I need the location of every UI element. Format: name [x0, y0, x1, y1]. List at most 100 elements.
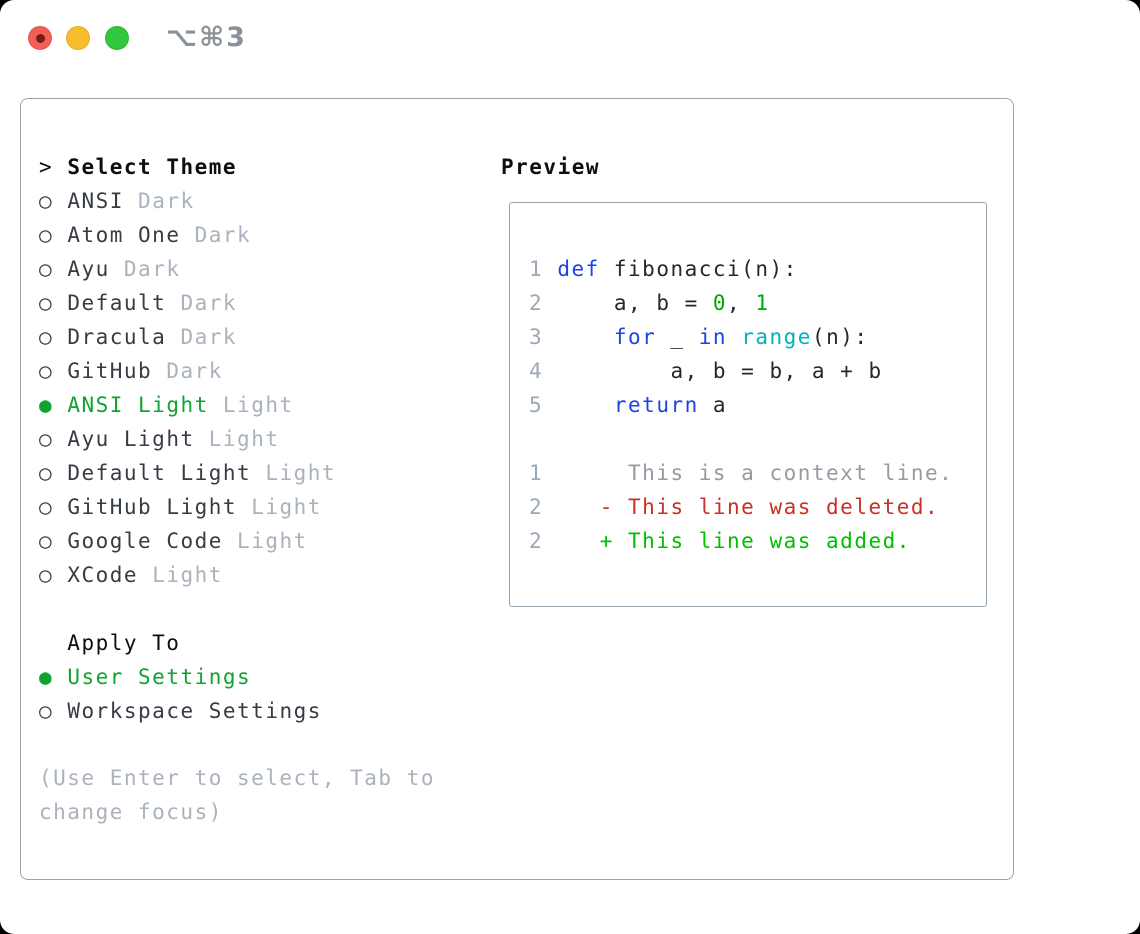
apply-option-label: Workspace Settings [67, 699, 322, 723]
theme-variant: Dark [194, 223, 252, 247]
token-text: a, b = [557, 291, 713, 315]
theme-variant: Light [237, 529, 308, 553]
diff-added-text: + This line was added. [557, 529, 911, 553]
theme-option-github[interactable]: ○ GitHub Dark [39, 354, 336, 388]
radio-icon: ○ [39, 699, 54, 723]
radio-icon: ○ [39, 257, 54, 281]
theme-name: Dracula [67, 325, 167, 349]
radio-icon: ○ [39, 223, 54, 247]
radio-icon: ○ [39, 325, 54, 349]
theme-name: ANSI [67, 189, 124, 213]
line-number: 2 [529, 291, 544, 315]
code-line: 4 a, b = b, a + b [529, 354, 986, 388]
theme-name: Atom One [67, 223, 181, 247]
line-number [529, 427, 543, 451]
radio-icon: ○ [39, 461, 54, 485]
theme-name: ANSI Light [67, 393, 209, 417]
code-line: 1 This is a context line. [529, 456, 986, 490]
token-text [557, 393, 614, 417]
radio-icon: ○ [39, 563, 54, 587]
token-text [557, 325, 614, 349]
radio-icon: ○ [39, 189, 54, 213]
theme-option-ayu-light[interactable]: ○ Ayu Light Light [39, 422, 336, 456]
token-keyword: return [613, 393, 699, 417]
token-text: a, b = b, a + b [557, 359, 883, 383]
theme-variant: Dark [123, 257, 181, 281]
code-line: 5 return a [529, 388, 986, 422]
radio-icon: ○ [39, 495, 54, 519]
theme-option-ayu[interactable]: ○ Ayu Dark [39, 252, 336, 286]
theme-name: GitHub [67, 359, 153, 383]
window-title: ⌥⌘3 [166, 22, 247, 53]
theme-variant: Light [265, 461, 337, 485]
line-number: 4 [529, 359, 544, 383]
theme-list: ○ ANSI Dark○ Atom One Dark○ Ayu Dark○ De… [39, 184, 336, 592]
apply-option-label: User Settings [67, 665, 252, 689]
apply-to-pane: Apply To ● User Settings○ Workspace Sett… [39, 626, 322, 728]
theme-variant: Dark [180, 325, 238, 349]
theme-option-default[interactable]: ○ Default Dark [39, 286, 336, 320]
token-number: 0 [712, 291, 728, 315]
hint-text: (Use Enter to select, Tab to change focu… [39, 766, 436, 824]
theme-variant: Dark [180, 291, 238, 315]
theme-variant: Light [152, 563, 223, 587]
close-button[interactable] [28, 26, 52, 50]
code-line: 1 def fibonacci(n): [529, 252, 986, 286]
cursor-prefix: > [39, 155, 54, 179]
token-text: fibonacci(n): [599, 257, 798, 281]
token-text: , [727, 291, 756, 315]
theme-name: GitHub Light [67, 495, 238, 519]
theme-name: XCode [67, 563, 139, 587]
line-number: 1 [529, 461, 544, 485]
radio-icon: ○ [39, 359, 54, 383]
code-line: 3 for _ in range(n): [529, 320, 986, 354]
theme-option-google-code[interactable]: ○ Google Code Light [39, 524, 336, 558]
token-text [727, 325, 741, 349]
theme-variant: Light [251, 495, 322, 519]
theme-picker-panel: > Select Theme ○ ANSI Dark○ Atom One Dar… [20, 98, 1014, 880]
apply-option-workspace-settings[interactable]: ○ Workspace Settings [39, 694, 322, 728]
theme-option-github-light[interactable]: ○ GitHub Light Light [39, 490, 336, 524]
preview-header: Preview [501, 155, 601, 179]
line-number: 3 [529, 325, 544, 349]
token-keyword: in [698, 325, 728, 349]
token-keyword: def [557, 257, 600, 281]
radio-icon: ○ [39, 291, 54, 315]
theme-name: Google Code [67, 529, 223, 553]
theme-option-default-light[interactable]: ○ Default Light Light [39, 456, 336, 490]
theme-option-xcode[interactable]: ○ XCode Light [39, 558, 336, 592]
select-theme-header: > Select Theme [39, 150, 336, 184]
apply-option-user-settings[interactable]: ● User Settings [39, 660, 322, 694]
minimize-button[interactable] [66, 26, 90, 50]
theme-variant: Light [208, 427, 280, 451]
radio-selected-icon: ● [39, 665, 54, 689]
token-builtin: range [741, 325, 812, 349]
radio-selected-icon: ● [39, 393, 54, 417]
code-line: 2 - This line was deleted. [529, 490, 986, 524]
theme-option-dracula[interactable]: ○ Dracula Dark [39, 320, 336, 354]
theme-list-pane: > Select Theme ○ ANSI Dark○ Atom One Dar… [39, 150, 336, 592]
radio-icon: ○ [39, 427, 54, 451]
theme-name: Default Light [67, 461, 252, 485]
radio-icon: ○ [39, 529, 54, 553]
code-line: 2 a, b = 0, 1 [529, 286, 986, 320]
theme-variant: Dark [166, 359, 223, 383]
theme-option-ansi-light[interactable]: ● ANSI Light Light [39, 388, 336, 422]
token-number: 1 [755, 291, 770, 315]
theme-name: Default [67, 291, 167, 315]
zoom-button[interactable] [105, 26, 129, 50]
token-text: (n): [811, 325, 869, 349]
theme-variant: Dark [138, 189, 195, 213]
blank-line [529, 422, 986, 456]
diff-context-text: This is a context line. [557, 461, 954, 485]
line-number: 2 [529, 495, 544, 519]
theme-option-atom-one[interactable]: ○ Atom One Dark [39, 218, 336, 252]
apply-to-header: Apply To [67, 631, 181, 655]
token-keyword: for [613, 325, 657, 349]
apply-to-list: ● User Settings○ Workspace Settings [39, 660, 322, 728]
theme-option-ansi[interactable]: ○ ANSI Dark [39, 184, 336, 218]
code-line: 2 + This line was added. [529, 524, 986, 558]
line-number: 5 [529, 393, 544, 417]
